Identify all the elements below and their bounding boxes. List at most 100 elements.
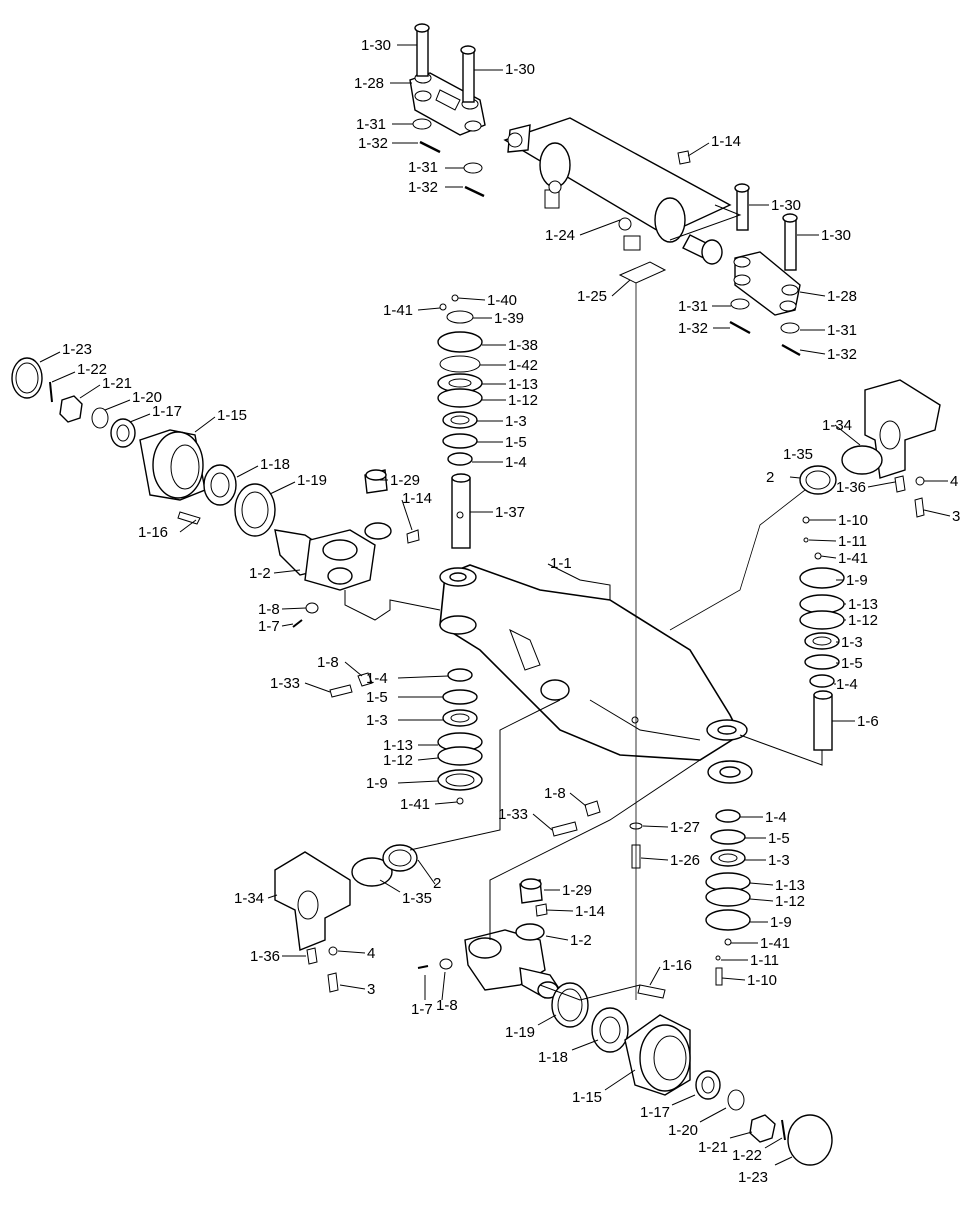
callout-c64: 1-3 bbox=[366, 712, 388, 729]
callout-c07: 1-32 bbox=[408, 179, 438, 196]
left-lower-mount bbox=[274, 844, 418, 993]
callout-c46: 1-35 bbox=[783, 446, 813, 463]
callout-c49: 3 bbox=[952, 508, 960, 525]
callout-c82: 2 bbox=[433, 875, 441, 892]
callout-c37: 1-29 bbox=[390, 472, 420, 489]
callout-c74: 1-5 bbox=[768, 830, 790, 847]
callout-c69: 1-8 bbox=[544, 785, 566, 802]
callout-c47: 1-36 bbox=[836, 479, 866, 496]
washer-1-31-a bbox=[412, 118, 432, 130]
callout-c39: 1-37 bbox=[495, 504, 525, 521]
callout-c42: 1-7 bbox=[258, 618, 280, 635]
right-steering-knuckle bbox=[417, 878, 562, 999]
washer-1-31-c bbox=[730, 298, 750, 310]
pin-1-30-c bbox=[734, 183, 750, 231]
callout-c63: 1-5 bbox=[366, 689, 388, 706]
callout-c15: 1-32 bbox=[678, 320, 708, 337]
callout-c40: 1-2 bbox=[249, 565, 271, 582]
callout-c95: 1-18 bbox=[538, 1049, 568, 1066]
callout-c32: 1-17 bbox=[152, 403, 182, 420]
callout-c17: 1-32 bbox=[827, 346, 857, 363]
callout-c31: 1-20 bbox=[132, 389, 162, 406]
left-steering-knuckle bbox=[274, 469, 420, 628]
callout-c92: 1-8 bbox=[436, 997, 458, 1014]
callout-c04: 1-31 bbox=[356, 116, 386, 133]
callout-c27: 1-4 bbox=[505, 454, 527, 471]
callout-c72: 1-26 bbox=[670, 852, 700, 869]
grease-nipple-1-14-top bbox=[677, 150, 691, 165]
callout-c96: 1-15 bbox=[572, 1089, 602, 1106]
callout-c76: 1-13 bbox=[775, 877, 805, 894]
callout-c26: 1-5 bbox=[505, 434, 527, 451]
callout-c78: 1-9 bbox=[770, 914, 792, 931]
pin-1-30-a bbox=[414, 23, 430, 77]
callout-c44: 1-34 bbox=[822, 417, 852, 434]
callout-c62: 1-33 bbox=[270, 675, 300, 692]
upper-kingpin-stack bbox=[437, 294, 483, 549]
callout-c59: 1-6 bbox=[857, 713, 879, 730]
callout-c28: 1-23 bbox=[62, 341, 92, 358]
callout-c91: 1-7 bbox=[411, 1001, 433, 1018]
callout-c83: 1-35 bbox=[402, 890, 432, 907]
callout-c100: 1-22 bbox=[732, 1147, 762, 1164]
steering-cylinder bbox=[503, 117, 732, 265]
left-lower-kingpin-stack bbox=[329, 668, 483, 805]
callout-c90: 3 bbox=[367, 981, 375, 998]
callout-c88: 4 bbox=[367, 945, 375, 962]
left-hub-assembly bbox=[11, 357, 276, 537]
alignment-lines bbox=[344, 204, 823, 1001]
callout-c13: 1-25 bbox=[577, 288, 607, 305]
callout-c33: 1-15 bbox=[217, 407, 247, 424]
right-hub-assembly bbox=[551, 982, 833, 1166]
callout-c41: 1-8 bbox=[258, 601, 280, 618]
callout-c68: 1-41 bbox=[400, 796, 430, 813]
right-upper-mount bbox=[799, 379, 941, 751]
callout-c98: 1-20 bbox=[668, 1122, 698, 1139]
pin-1-30-d bbox=[782, 213, 798, 271]
callout-c01: 1-30 bbox=[361, 37, 391, 54]
callout-c79: 1-41 bbox=[760, 935, 790, 952]
callout-c101: 1-23 bbox=[738, 1169, 768, 1186]
callout-c35: 1-19 bbox=[297, 472, 327, 489]
callout-c84: 1-34 bbox=[234, 890, 264, 907]
callout-c54: 1-13 bbox=[848, 596, 878, 613]
callout-c65: 1-13 bbox=[383, 737, 413, 754]
callout-c51: 1-11 bbox=[838, 533, 867, 550]
callout-c14: 1-31 bbox=[678, 298, 708, 315]
callout-c61: 1-4 bbox=[366, 670, 388, 687]
callout-c81: 1-10 bbox=[747, 972, 777, 989]
callout-c48: 4 bbox=[950, 473, 958, 490]
callout-c05: 1-32 bbox=[358, 135, 388, 152]
plate-1-25 bbox=[618, 261, 667, 284]
callout-c25: 1-3 bbox=[505, 413, 527, 430]
callout-c50: 1-10 bbox=[838, 512, 868, 529]
callout-c11: 1-24 bbox=[545, 227, 575, 244]
callout-c80: 1-11 bbox=[750, 952, 779, 969]
callout-c08: 1-14 bbox=[711, 133, 741, 150]
callout-labels: 1-30 1-30 1-28 1-31 1-32 1-31 1-32 1-14 … bbox=[62, 37, 960, 1186]
callout-c06: 1-31 bbox=[408, 159, 438, 176]
callout-c71: 1-27 bbox=[670, 819, 700, 836]
callout-c70: 1-33 bbox=[498, 806, 528, 823]
callout-c58: 1-4 bbox=[836, 676, 858, 693]
callout-c43: 1-1 bbox=[550, 555, 572, 572]
callout-c22: 1-42 bbox=[508, 357, 538, 374]
callout-c38: 1-14 bbox=[402, 490, 432, 507]
cotter-1-32-b bbox=[464, 185, 485, 198]
callout-c02: 1-30 bbox=[505, 61, 535, 78]
axle-beam bbox=[439, 564, 753, 784]
callout-c94: 1-19 bbox=[505, 1024, 535, 1041]
callout-c67: 1-9 bbox=[366, 775, 388, 792]
callout-c23: 1-13 bbox=[508, 376, 538, 393]
callout-c30: 1-21 bbox=[102, 375, 132, 392]
callout-c34: 1-18 bbox=[260, 456, 290, 473]
callout-c20: 1-39 bbox=[494, 310, 524, 327]
callout-c97: 1-17 bbox=[640, 1104, 670, 1121]
callout-c16: 1-31 bbox=[827, 322, 857, 339]
cotter-1-32-a bbox=[419, 140, 441, 154]
callout-c73: 1-4 bbox=[765, 809, 787, 826]
callout-c75: 1-3 bbox=[768, 852, 790, 869]
cotter-1-32-c bbox=[729, 320, 751, 335]
callout-c29: 1-22 bbox=[77, 361, 107, 378]
